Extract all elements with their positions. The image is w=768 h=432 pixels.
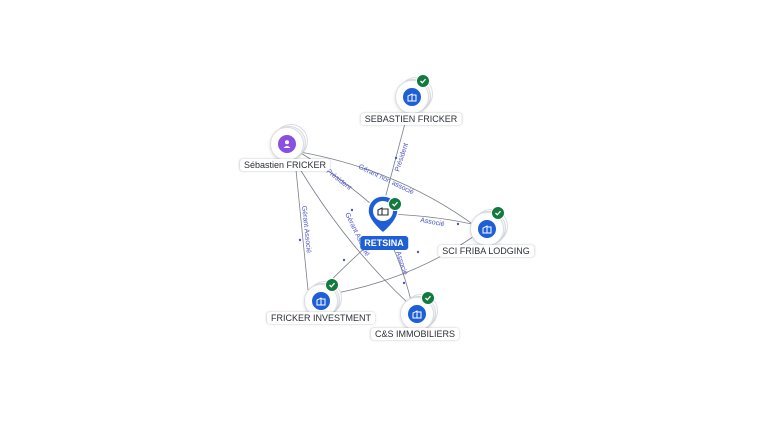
- node-label: Sébastien FRICKER: [239, 159, 331, 171]
- building-icon: [478, 220, 496, 238]
- edge-label-associe-cs: Associé: [394, 250, 408, 276]
- edge-arrow: [342, 258, 346, 262]
- verified-check-icon: [421, 291, 435, 305]
- edge-arrow: [402, 281, 406, 285]
- edge-label-president-person: Président: [325, 168, 353, 192]
- edge-label-associe-friba: Associé: [420, 217, 445, 228]
- edge-gerant-associe-mid: [289, 151, 411, 306]
- verified-check-icon: [325, 278, 339, 292]
- verified-check-icon: [388, 197, 402, 211]
- edge-arrow: [394, 156, 398, 160]
- node-cs-immobiliers[interactable]: [400, 291, 438, 331]
- node-sebastien-fricker-company[interactable]: [395, 74, 433, 114]
- node-label: C&S IMMOBILIERS: [370, 328, 460, 340]
- edge-arrow: [456, 222, 460, 226]
- edge-arrow: [350, 208, 354, 212]
- building-icon: [408, 305, 426, 323]
- building-icon: [312, 292, 330, 310]
- edge-label-gerant-non-associe: Gérant non associé: [357, 164, 415, 197]
- verified-check-icon: [491, 206, 505, 220]
- edge-gerant-non-associe: [299, 151, 479, 229]
- building-icon: [403, 88, 421, 106]
- node-label: SEBASTIEN FRICKER: [360, 113, 462, 125]
- verified-check-icon: [416, 74, 430, 88]
- edge-label-gerant-associe-left: Gérant Associé: [300, 205, 312, 253]
- person-icon: [278, 135, 296, 153]
- node-sci-friba-lodging[interactable]: [470, 206, 508, 246]
- edge-president: [381, 111, 409, 211]
- node-label-main: RETSINA: [360, 236, 408, 250]
- edge-gerant-associe-left: [295, 169, 309, 291]
- node-label: SCI FRIBA LODGING: [438, 245, 534, 257]
- edge-arrow: [298, 238, 302, 242]
- node-label: FRICKER INVESTMENT: [266, 312, 376, 324]
- node-sebastien-fricker-person[interactable]: [270, 124, 308, 161]
- edge-arrow: [416, 250, 420, 254]
